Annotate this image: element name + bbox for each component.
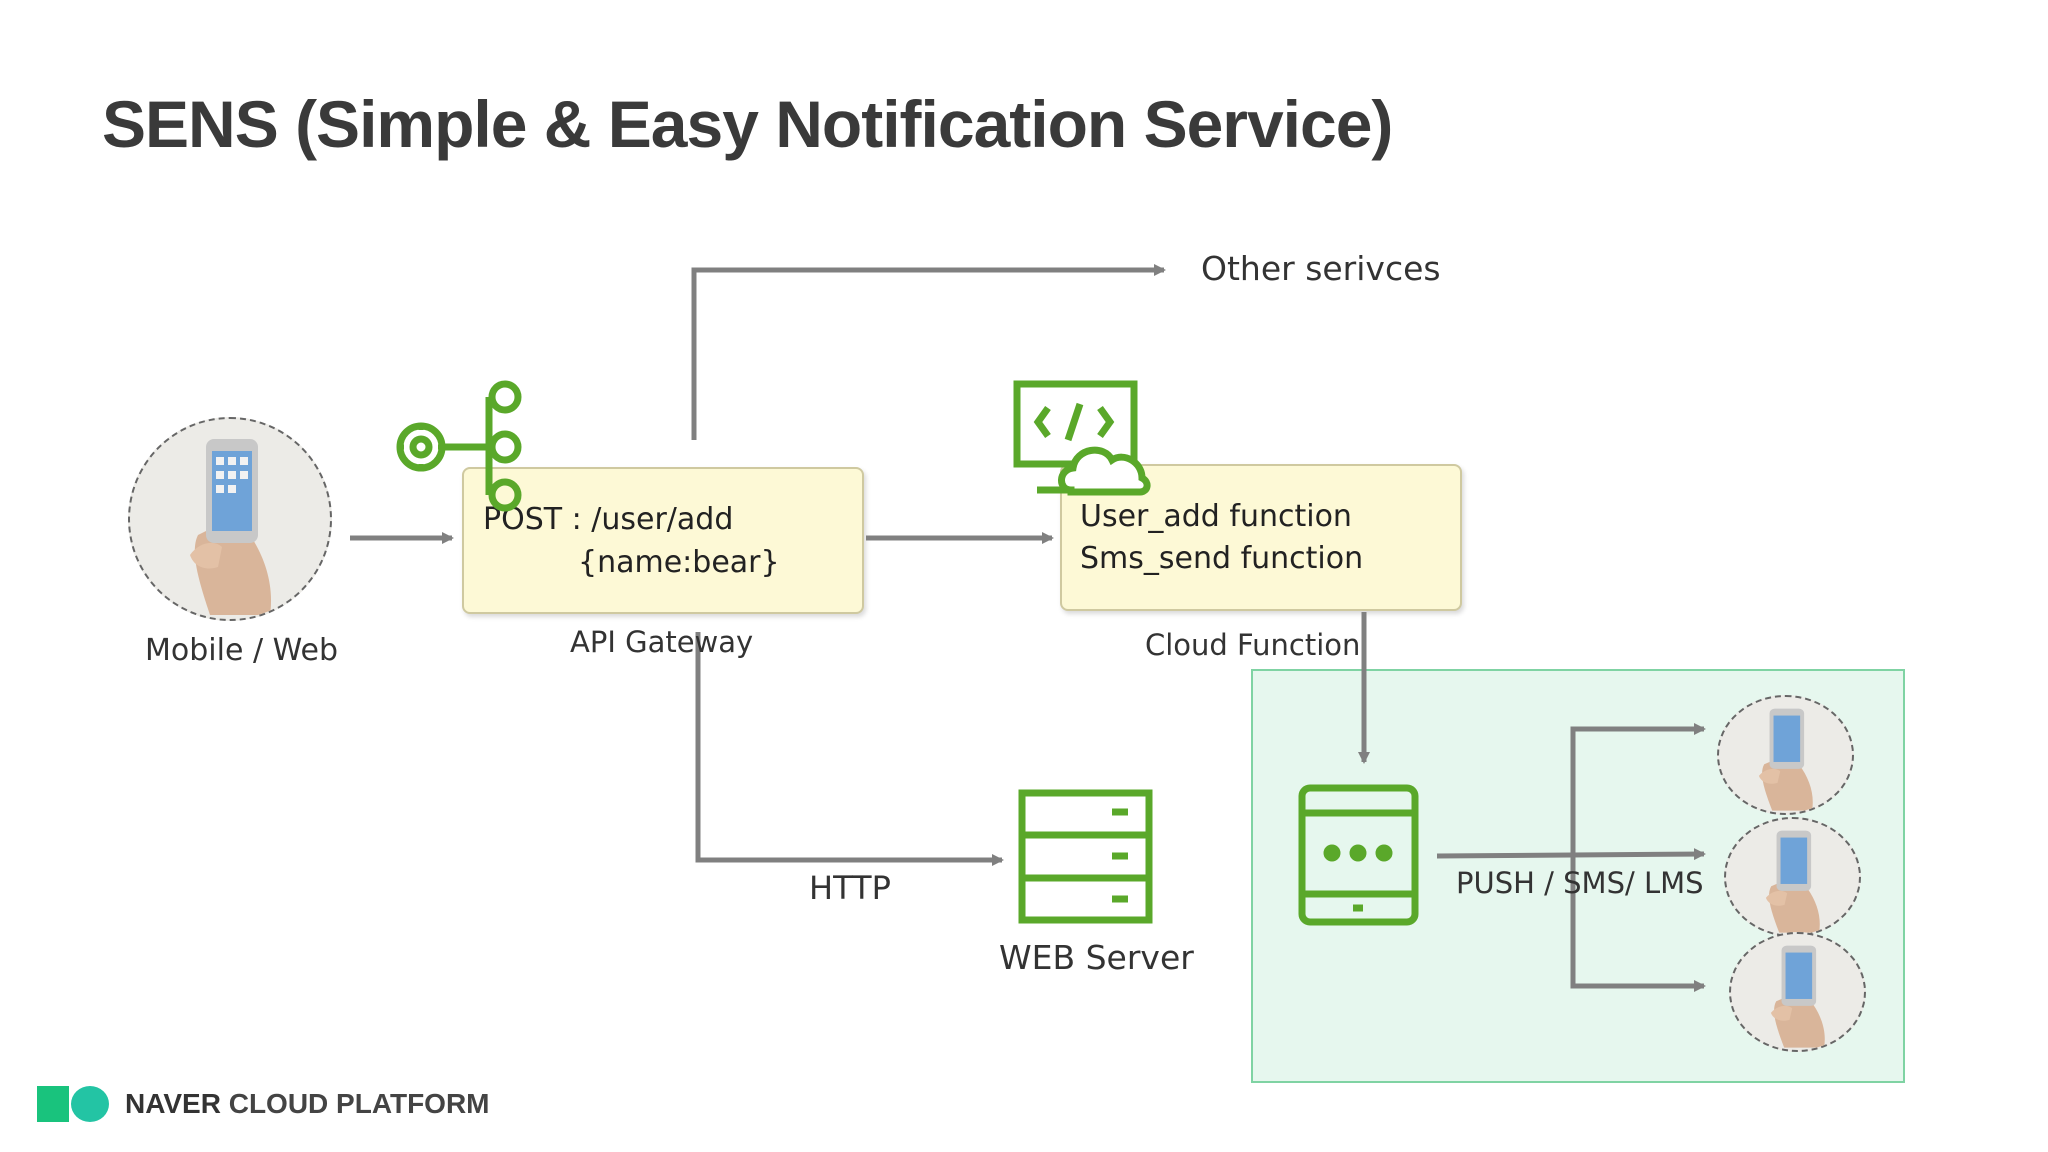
arrow-gateway-to-other-services xyxy=(691,264,1166,440)
http-label: HTTP xyxy=(809,869,891,907)
footer-brand-rest: CLOUD PLATFORM xyxy=(220,1088,490,1119)
phone-photo-icon xyxy=(190,439,272,615)
mobile-web-photo xyxy=(128,417,332,621)
api-gateway-icon xyxy=(396,380,522,512)
cloud-function-label: Cloud Function xyxy=(1145,628,1361,662)
api-gateway-box: POST : /user/add {name:bear} xyxy=(462,467,864,614)
api-gateway-line-2: {name:bear} xyxy=(578,545,780,580)
recipient-phone-2 xyxy=(1724,817,1861,937)
api-gateway-label: API Gateway xyxy=(570,625,754,659)
tablet-icon xyxy=(1298,784,1419,926)
recipient-phone-3 xyxy=(1729,932,1866,1052)
arrow-branch-top xyxy=(1570,723,1706,986)
footer-brand-bold: NAVER xyxy=(125,1088,221,1119)
server-icon xyxy=(1018,789,1153,924)
web-server-label: WEB Server xyxy=(999,938,1194,977)
code-cloud-icon xyxy=(1013,380,1151,496)
arrow-branch-bottom xyxy=(1570,855,1706,992)
other-services-label: Other serivces xyxy=(1201,249,1441,288)
cloud-function-line-1: User_add function xyxy=(1080,499,1352,534)
cloud-function-box: User_add function Sms_send function xyxy=(1060,464,1462,611)
naver-logo-square xyxy=(37,1086,69,1122)
slide-title: SENS (Simple & Easy Notification Service… xyxy=(102,87,1393,161)
api-gateway-line-1: POST : /user/add xyxy=(483,502,734,537)
arrow-gateway-to-web-server xyxy=(695,632,1004,866)
footer-brand: NAVER CLOUD PLATFORM xyxy=(125,1088,490,1120)
naver-logo-circle xyxy=(71,1086,109,1122)
cloud-function-line-2: Sms_send function xyxy=(1080,541,1364,576)
push-sms-lms-label: PUSH / SMS/ LMS xyxy=(1456,866,1704,900)
mobile-web-label: Mobile / Web xyxy=(145,633,338,668)
recipient-phone-1 xyxy=(1717,695,1854,815)
